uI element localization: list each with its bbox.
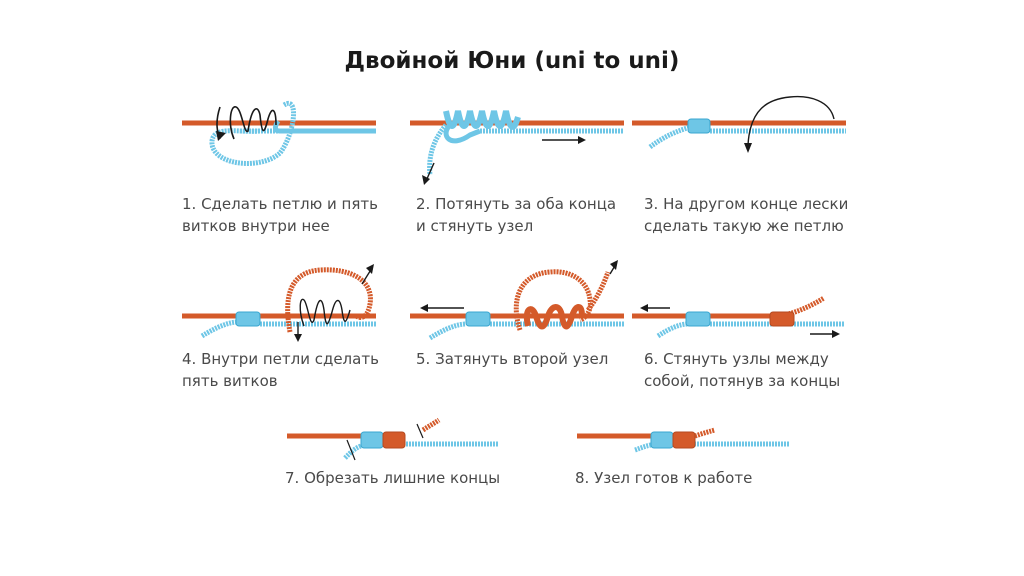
step-3: 3. На другом конце лески сделать такую ж… xyxy=(630,95,850,245)
step-1-caption-line: витков внутри нее xyxy=(182,217,330,235)
step-7-caption: 7. Обрезать лишние концы xyxy=(285,467,500,489)
step-3-illustration xyxy=(632,95,846,153)
step-6-illustration xyxy=(632,295,844,339)
step-8: 8. Узел готов к работе xyxy=(575,410,795,500)
step-4-illustration xyxy=(182,264,376,342)
step-8-illustration xyxy=(577,427,789,453)
step-6: 6. Стянуть узлы между собой, потянув за … xyxy=(630,260,850,400)
step-3-caption-line: сделать такую же петлю xyxy=(644,217,844,235)
step-2-caption-line: 2. Потянуть за оба конца xyxy=(416,195,617,213)
step-5: 5. Затянуть второй узел xyxy=(410,260,625,400)
step-8-caption-line: 8. Узел готов к работе xyxy=(575,469,753,487)
step-2: 2. Потянуть за оба конца и стянуть узел xyxy=(410,95,625,245)
step-5-illustration xyxy=(410,260,624,341)
step-6-caption-line: 6. Стянуть узлы между xyxy=(644,350,829,368)
step-7: 7. Обрезать лишние концы xyxy=(285,410,505,500)
step-4-caption: 4. Внутри петли сделать пять витков xyxy=(182,348,379,392)
step-6-caption: 6. Стянуть узлы между собой, потянув за … xyxy=(644,348,840,392)
step-1: 1. Сделать петлю и пять витков внутри не… xyxy=(180,95,380,245)
step-7-illustration xyxy=(287,417,499,461)
step-1-caption: 1. Сделать петлю и пять витков внутри не… xyxy=(182,193,378,237)
step-1-illustration xyxy=(182,100,376,166)
step-2-caption-line: и стянуть узел xyxy=(416,217,534,235)
step-2-caption: 2. Потянуть за оба конца и стянуть узел xyxy=(416,193,616,237)
diagram-title: Двойной Юни (uni to uni) xyxy=(344,48,680,74)
step-3-caption-line: 3. На другом конце лески xyxy=(644,195,849,213)
step-6-caption-line: собой, потянув за концы xyxy=(644,372,841,390)
step-7-caption-line: 7. Обрезать лишние концы xyxy=(285,469,501,487)
step-8-caption: 8. Узел готов к работе xyxy=(575,467,752,489)
step-3-caption: 3. На другом конце лески сделать такую ж… xyxy=(644,193,848,237)
step-4-caption-line: пять витков xyxy=(182,372,278,390)
step-1-caption-line: 1. Сделать петлю и пять xyxy=(182,195,378,213)
step-5-caption-line: 5. Затянуть второй узел xyxy=(416,350,609,368)
step-2-illustration xyxy=(410,110,624,185)
step-4: 4. Внутри петли сделать пять витков xyxy=(180,260,380,400)
step-5-caption: 5. Затянуть второй узел xyxy=(416,348,608,370)
step-4-caption-line: 4. Внутри петли сделать xyxy=(182,350,379,368)
